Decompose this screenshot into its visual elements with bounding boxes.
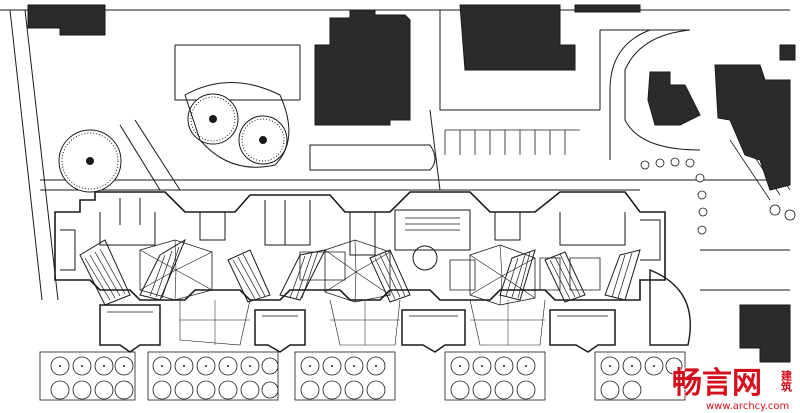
- main-building: [54, 191, 666, 301]
- curved-east-wall: [649, 268, 692, 346]
- watermark: 畅言网 建筑 www.archcy.com: [671, 365, 793, 412]
- tree-centers: [59, 365, 655, 367]
- neighbor-buildings: [27, 4, 796, 363]
- garden-loop-path: [184, 82, 290, 168]
- tree-row-east: [640, 157, 796, 235]
- tree-row-bottom: [39, 351, 686, 401]
- entrance-blocks: [99, 304, 616, 353]
- hatched-wings: [79, 238, 641, 306]
- courtyard-pavilions: [139, 239, 546, 346]
- parking-stripes: [444, 129, 791, 201]
- watermark-side-mark: 建筑: [780, 369, 793, 393]
- watermark-brand: 畅言网: [672, 366, 762, 401]
- large-trees: [58, 93, 288, 193]
- site-roads: [0, 9, 790, 301]
- watermark-url: www.archcy.com: [706, 401, 789, 412]
